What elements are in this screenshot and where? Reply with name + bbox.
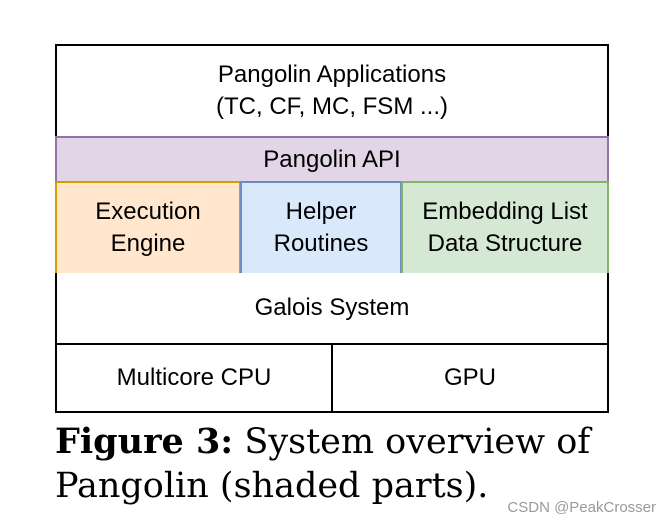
- applications-layer: Pangolin Applications (TC, CF, MC, FSM .…: [55, 44, 609, 138]
- figure-caption-text: System overview of Pangolin (shaded part…: [55, 422, 591, 506]
- helper-routines-box: Helper Routines: [240, 181, 402, 275]
- execution-engine-line1: Execution: [95, 198, 201, 225]
- applications-title: Pangolin Applications: [217, 61, 447, 88]
- api-label: Pangolin API: [263, 145, 401, 173]
- embedding-list-line2: Data Structure: [427, 230, 583, 257]
- applications-examples: (TC, CF, MC, FSM ...): [216, 93, 448, 120]
- watermark: CSDN @PeakCrosser: [507, 499, 656, 516]
- execution-engine-line2: Engine: [110, 230, 186, 257]
- gpu-box: GPU: [331, 343, 609, 413]
- multicore-cpu-box: Multicore CPU: [55, 343, 333, 413]
- helper-routines-line2: Routines: [273, 230, 369, 257]
- gpu-label: GPU: [443, 364, 496, 391]
- embedding-list-line1: Embedding List: [422, 198, 588, 225]
- embedding-list-box: Embedding List Data Structure: [401, 181, 609, 275]
- execution-engine-box: Execution Engine: [55, 181, 241, 275]
- api-layer: Pangolin API: [55, 136, 609, 183]
- galois-system-label: Galois System: [254, 294, 410, 321]
- figure-caption: Figure 3: System overview of Pangolin (s…: [55, 420, 645, 508]
- helper-routines-line1: Helper: [285, 198, 357, 225]
- galois-system-layer: Galois System: [55, 273, 609, 345]
- figure-label: Figure 3:: [55, 421, 234, 462]
- multicore-cpu-label: Multicore CPU: [116, 364, 272, 391]
